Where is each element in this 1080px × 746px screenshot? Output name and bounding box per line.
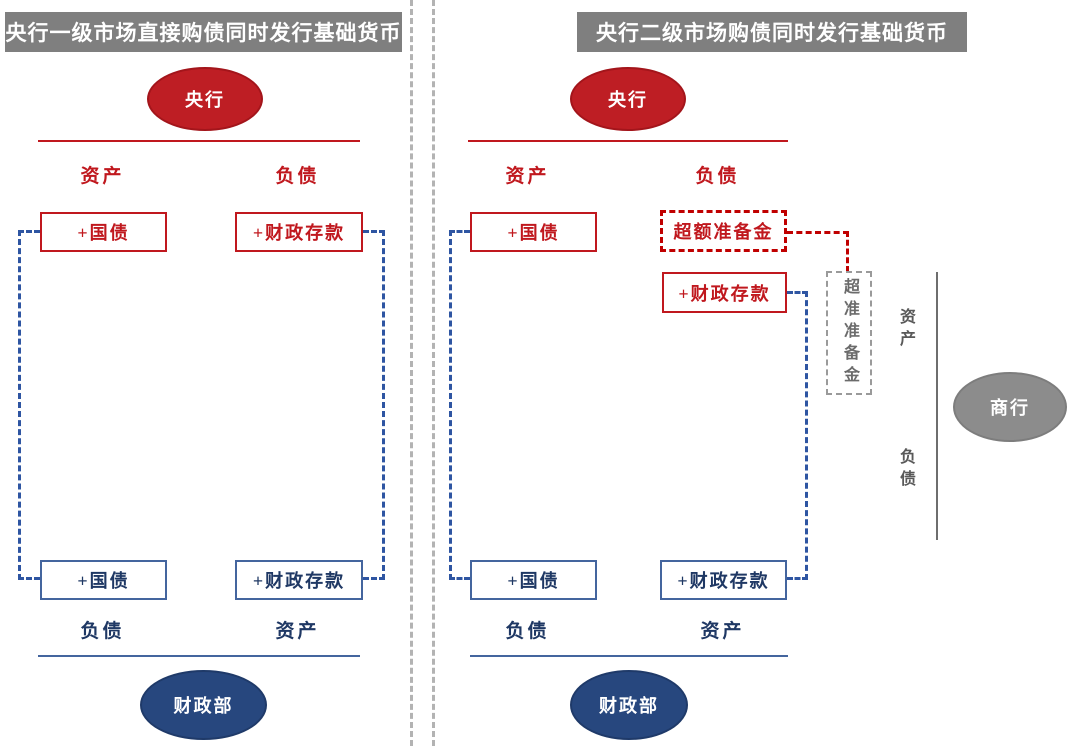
right-central-bank-ellipse: 央行 xyxy=(570,67,686,131)
right-mof-liability-box: +国债 xyxy=(470,560,597,600)
right-mof-balance-line xyxy=(470,655,788,657)
commercial-bank-assets-label: 资产 xyxy=(897,308,914,352)
left-cb-balance-line xyxy=(38,140,360,142)
left-mof-liability-box: +国债 xyxy=(40,560,167,600)
left-mof-liabilities-label: 负债 xyxy=(80,621,125,642)
commercial-bank-reserve-box: 超准准备金 xyxy=(826,271,872,395)
right-mof-asset-box: +财政存款 xyxy=(660,560,787,600)
right-ministry-of-finance-ellipse: 财政部 xyxy=(570,670,688,740)
right-fiscal-deposit-connector xyxy=(787,291,808,580)
left-panel-left-connector xyxy=(18,230,40,580)
left-mof-asset-box: +财政存款 xyxy=(235,560,363,600)
commercial-bank-reserve-box-label: 超准准备金 xyxy=(841,278,858,388)
left-mof-balance-line xyxy=(38,655,360,657)
divider-line-right xyxy=(432,0,435,746)
divider-line-left xyxy=(410,0,413,746)
right-excess-reserves-connector xyxy=(787,231,849,272)
right-excess-reserves-box: 超额准备金 xyxy=(660,210,787,252)
commercial-bank-ellipse: 商行 xyxy=(953,372,1067,442)
left-ministry-of-finance-ellipse: 财政部 xyxy=(140,670,267,740)
right-panel-title: 央行二级市场购债同时发行基础货币 xyxy=(577,12,967,52)
left-panel-right-connector xyxy=(363,230,385,580)
left-cb-liability-box: +财政存款 xyxy=(235,212,363,252)
right-mof-assets-label: 资产 xyxy=(700,621,745,642)
right-panel-left-connector xyxy=(449,230,470,580)
commercial-bank-balance-line xyxy=(936,272,938,540)
left-cb-asset-box: +国债 xyxy=(40,212,167,252)
commercial-bank-liabilities-label: 负债 xyxy=(897,448,914,492)
right-mof-liabilities-label: 负债 xyxy=(505,621,550,642)
right-fiscal-deposit-box: +财政存款 xyxy=(662,272,787,313)
left-cb-liabilities-label: 负债 xyxy=(275,166,320,187)
left-central-bank-ellipse: 央行 xyxy=(147,67,263,131)
left-mof-assets-label: 资产 xyxy=(275,621,320,642)
right-cb-assets-label: 资产 xyxy=(505,166,550,187)
right-cb-asset-box: +国债 xyxy=(470,212,597,252)
right-cb-balance-line xyxy=(468,140,788,142)
left-cb-assets-label: 资产 xyxy=(80,166,125,187)
left-panel-title: 央行一级市场直接购债同时发行基础货币 xyxy=(5,12,402,52)
right-cb-liabilities-label: 负债 xyxy=(695,166,740,187)
